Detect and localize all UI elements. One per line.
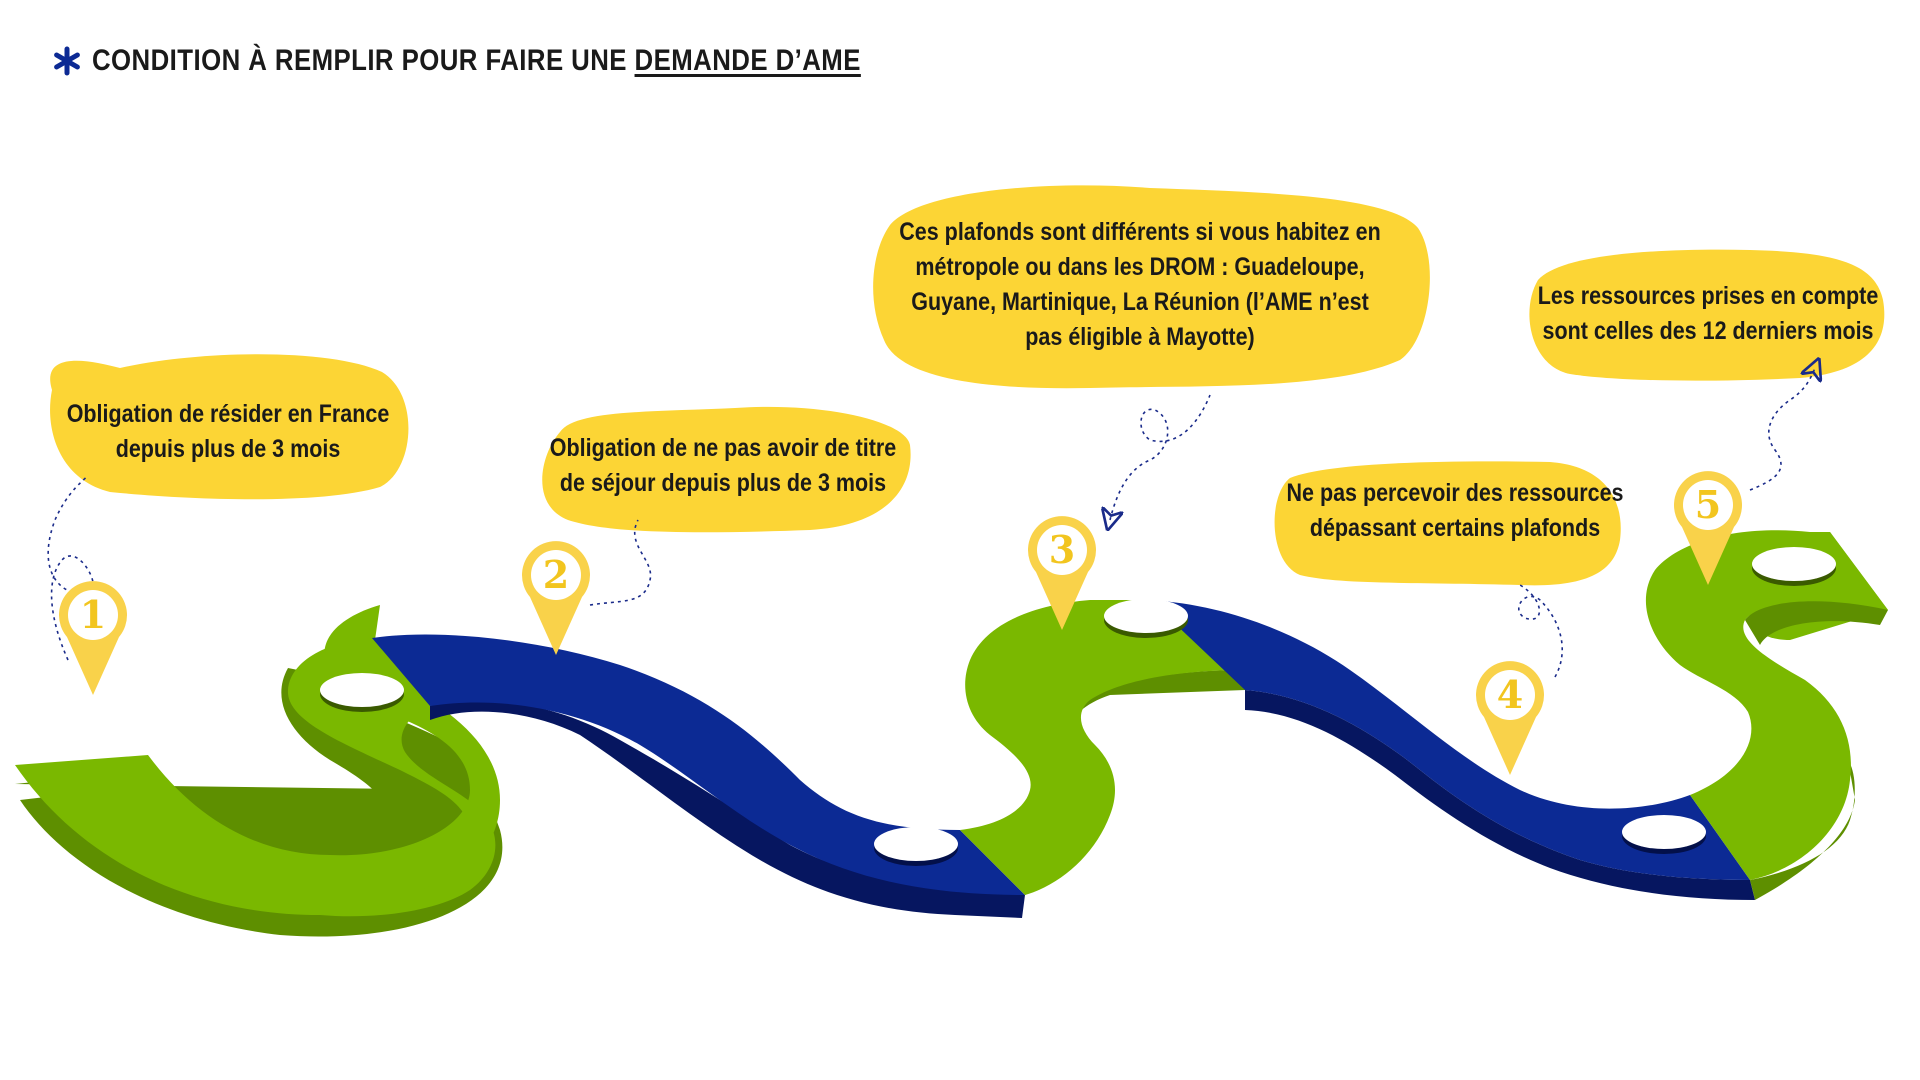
caption-line: Guyane, Martinique, La Réunion (l’AME n’… — [911, 288, 1369, 316]
road-segment-green-3 — [1750, 760, 1855, 900]
pin-number: 5 — [1695, 482, 1721, 527]
hole-3-top — [1104, 599, 1188, 633]
connector-4 — [1518, 584, 1563, 678]
blob-1 — [50, 354, 409, 500]
caption-line: Ces plafonds sont différents si vous hab… — [899, 218, 1381, 246]
caption-line: métropole ou dans les DROM : Guadeloupe, — [915, 253, 1365, 281]
road-top-blue-1 — [372, 634, 1025, 895]
dotted-connectors — [47, 368, 1815, 678]
blob-3 — [873, 185, 1430, 389]
title-text: CONDITION À REMPLIR POUR FAIRE UNE — [92, 44, 635, 77]
step-caption-5: Les ressources prises en compte sont cel… — [1536, 279, 1880, 349]
caption-line: sont celles des 12 derniers mois — [1542, 317, 1874, 345]
blob-2 — [542, 406, 911, 533]
road-top-green-3 — [960, 600, 1245, 895]
pin-number: 1 — [80, 592, 106, 637]
title-underlined: DEMANDE D’AME — [634, 44, 861, 77]
hole-4-top — [1622, 815, 1706, 849]
hole-1-top — [320, 673, 404, 707]
road-top-green-4 — [1645, 530, 1888, 880]
caption-line: Obligation de ne pas avoir de titre — [549, 434, 897, 462]
caption-line: Obligation de résider en France — [66, 400, 390, 428]
connector-5 — [1749, 368, 1815, 491]
map-pin-icon: 5 — [1674, 471, 1742, 585]
pin-number: 3 — [1049, 527, 1075, 572]
pin-inner — [1683, 480, 1733, 530]
pin-number: 2 — [543, 552, 569, 597]
step-pins: 1 2 3 4 5 — [59, 471, 1742, 775]
map-pin-icon: 2 — [522, 541, 590, 655]
asterisk-star-icon — [54, 46, 80, 76]
road-top-blue-2 — [1150, 600, 1750, 880]
caption-line: Ne pas percevoir des ressources — [1286, 479, 1624, 507]
road-holes — [320, 547, 1836, 866]
step-caption-4: Ne pas percevoir des ressources dépassan… — [1279, 476, 1632, 546]
pin-inner — [1485, 670, 1535, 720]
page-title: CONDITION À REMPLIR POUR FAIRE UNE DEMAN… — [92, 44, 861, 78]
caption-line: dépassant certains plafonds — [1309, 514, 1601, 542]
connector-2 — [589, 519, 652, 606]
road-segment-blue-1 — [430, 699, 1025, 918]
step-caption-3: Ces plafonds sont différents si vous hab… — [882, 215, 1398, 355]
road-segment-blue-2 — [1245, 690, 1755, 900]
winding-road — [15, 530, 1888, 937]
caption-line: depuis plus de 3 mois — [115, 435, 341, 463]
hole-2-top — [874, 827, 958, 861]
step-caption-1: Obligation de résider en France depuis p… — [65, 397, 392, 467]
caption-blobs — [50, 185, 1885, 586]
page-header: CONDITION À REMPLIR POUR FAIRE UNE DEMAN… — [52, 44, 986, 78]
blob-5 — [1529, 249, 1885, 381]
pin-inner — [68, 590, 118, 640]
road-end-side — [1745, 601, 1888, 645]
hole-5-top — [1752, 547, 1836, 581]
caption-line: pas éligible à Mayotte) — [1025, 323, 1255, 351]
caption-line: Les ressources prises en compte — [1537, 282, 1879, 310]
pin-inner — [531, 550, 581, 600]
caption-line: de séjour depuis plus de 3 mois — [559, 469, 887, 497]
step-caption-2: Obligation de ne pas avoir de titre de s… — [542, 431, 903, 501]
pin-inner — [1037, 525, 1087, 575]
connector-3 — [1110, 394, 1211, 520]
pin-number: 4 — [1497, 672, 1523, 717]
map-pin-icon: 3 — [1028, 516, 1096, 630]
map-pin-icon: 1 — [59, 581, 127, 695]
map-pin-icon: 4 — [1476, 661, 1544, 775]
blob-4 — [1274, 461, 1621, 586]
